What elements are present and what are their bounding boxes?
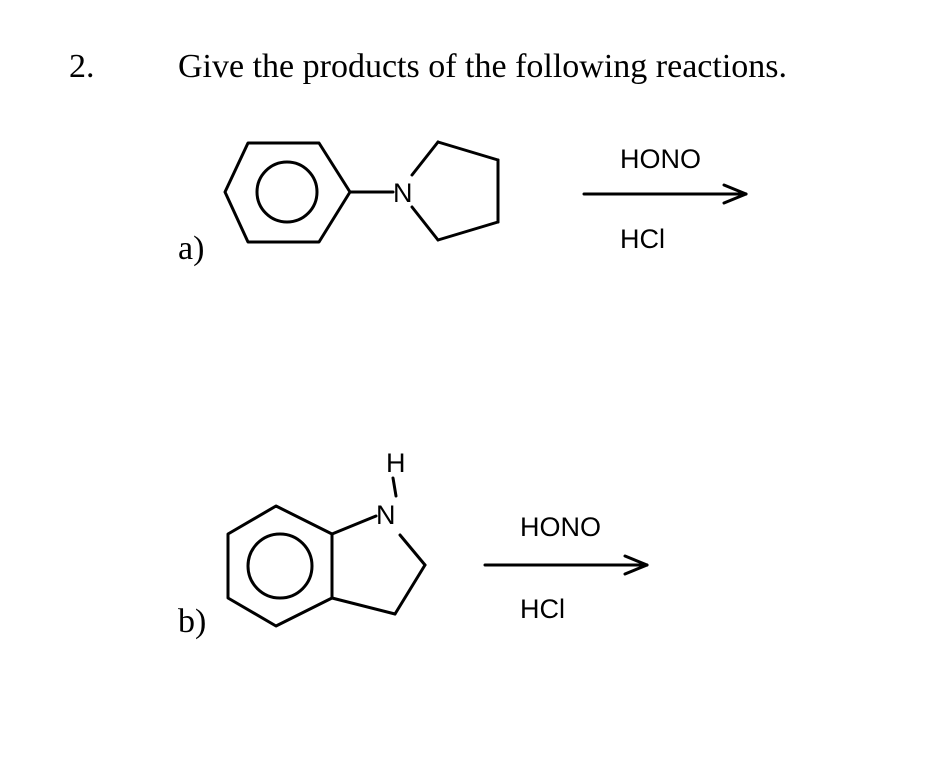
benzene-ring-a	[223, 141, 352, 244]
benzene-aromatic-circle-a	[255, 160, 319, 224]
reaction-b-reagent-above: HONO	[520, 512, 601, 542]
indoline-bond-c3-c3a	[330, 596, 397, 616]
pyrrolidine-bond-n-c2	[410, 140, 440, 177]
hydrogen-atom-b: H	[386, 448, 406, 478]
indoline-bond-c7a-n	[330, 514, 378, 536]
reaction-b-structure	[226, 476, 427, 628]
nitrogen-atom-a: N	[393, 178, 413, 208]
benzene-aromatic-circle-b	[246, 532, 314, 600]
reaction-a-label: a)	[178, 230, 205, 267]
benzene-ring-b	[226, 504, 334, 628]
reaction-b-arrow	[483, 554, 649, 576]
n-h-bond	[391, 476, 398, 498]
indoline-bond-n-c2	[398, 533, 427, 567]
indoline-bond-c2-c3	[393, 563, 427, 616]
reaction-b-label: b)	[178, 603, 207, 640]
reaction-a-structure	[223, 140, 500, 244]
reaction-a-arrow	[582, 183, 748, 205]
pyrrolidine-bond-c4-c5	[436, 220, 500, 242]
pyrrolidine-bond-c2-c3	[436, 140, 500, 162]
reaction-a-reagent-above: HONO	[620, 144, 701, 174]
question-prompt: Give the products of the following react…	[178, 48, 788, 85]
reaction-a-reagent-below: HCl	[620, 224, 665, 254]
reaction-b-reagent-below: HCl	[520, 594, 565, 624]
pyrrolidine-bond-c5-n	[410, 205, 440, 242]
nitrogen-atom-b: N	[376, 500, 396, 530]
question-number: 2.	[69, 48, 95, 85]
